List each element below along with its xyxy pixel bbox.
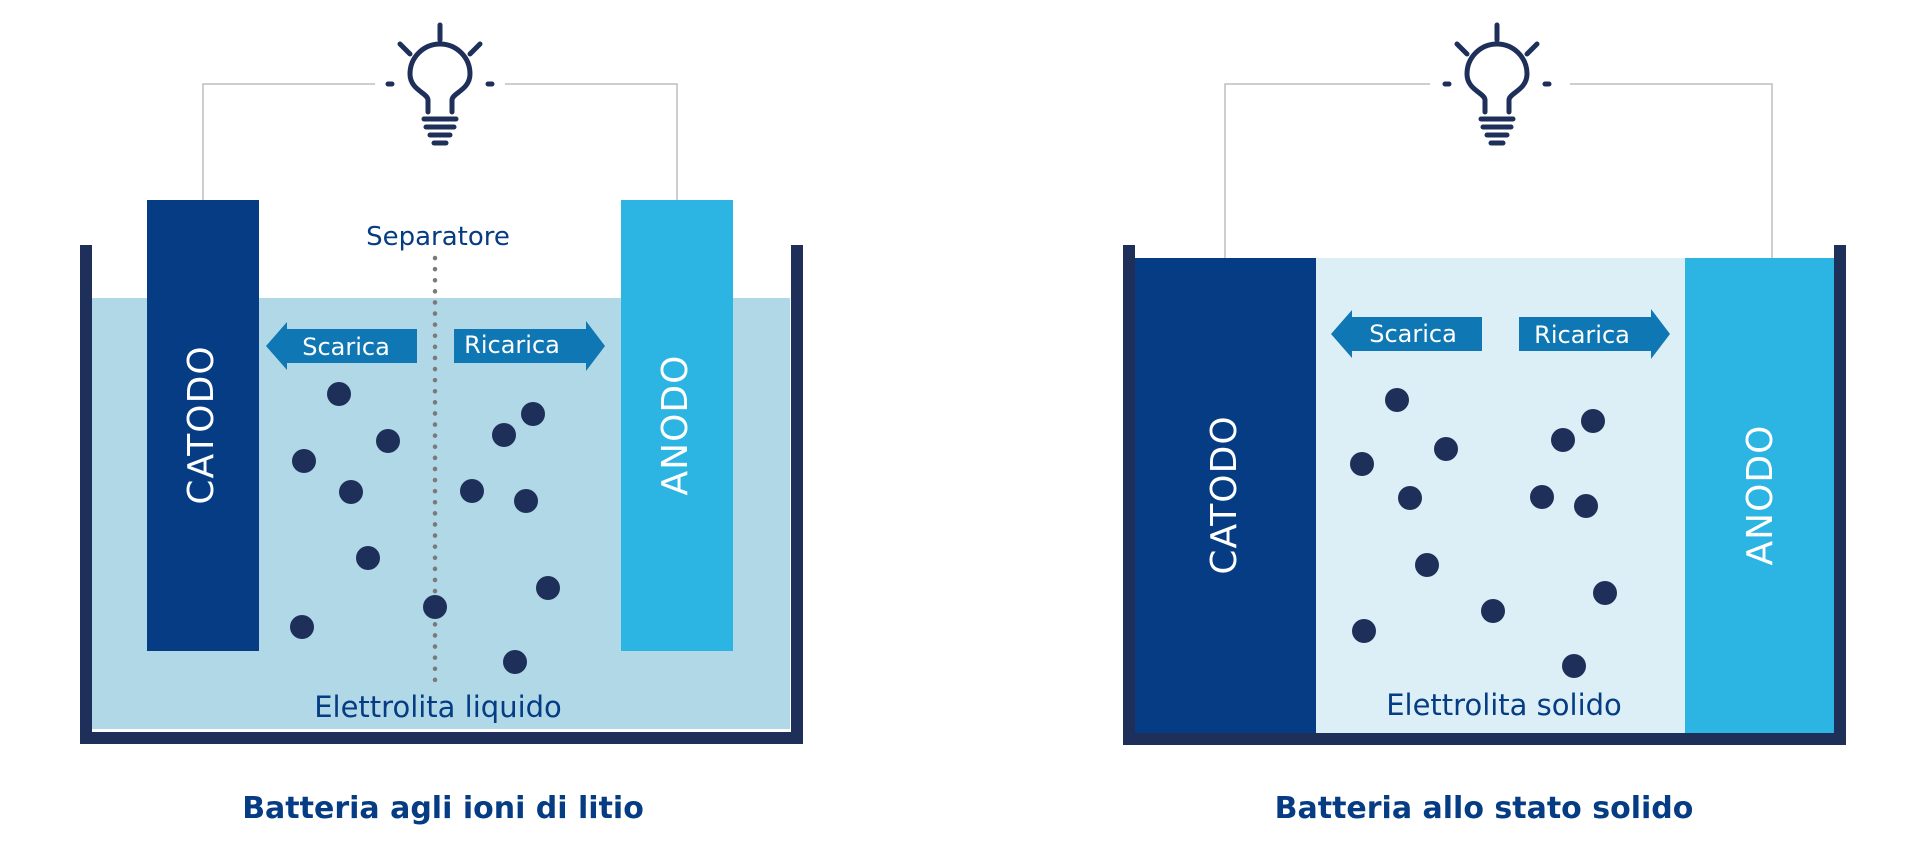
lithium-ion	[356, 546, 380, 570]
right-lithium-ions	[1350, 388, 1617, 678]
right-discharge-arrow	[1331, 310, 1482, 358]
lithium-ion	[1398, 486, 1422, 510]
lithium-ion	[1350, 452, 1374, 476]
right-discharge-label: Scarica	[1369, 320, 1457, 348]
lithium-ion	[460, 479, 484, 503]
left-charge-arrow	[454, 321, 605, 371]
right-anode-label: ANODO	[1740, 425, 1781, 566]
right-circuit-wire-right	[1570, 83, 1773, 258]
lithium-ion	[492, 423, 516, 447]
left-container	[80, 245, 803, 744]
left-charge-label: Ricarica	[464, 331, 560, 359]
lithium-ion	[521, 402, 545, 426]
left-cathode-label: CATODO	[181, 345, 222, 504]
right-cathode-label: CATODO	[1204, 415, 1245, 574]
left-cathode	[147, 200, 259, 651]
lithium-ion	[514, 489, 538, 513]
lithium-ion	[1551, 428, 1575, 452]
lithium-ion	[536, 576, 560, 600]
lithium-ion	[376, 429, 400, 453]
right-charge-label: Ricarica	[1534, 321, 1630, 349]
left-anode-label: ANODO	[655, 355, 696, 496]
lithium-ion	[1593, 581, 1617, 605]
right-circuit-wire	[1224, 83, 1430, 258]
lithium-ion	[503, 650, 527, 674]
lithium-ion	[423, 595, 447, 619]
right-cathode	[1129, 258, 1316, 733]
left-discharge-arrow	[266, 322, 417, 370]
lithium-ion	[1481, 599, 1505, 623]
lithium-ion	[327, 382, 351, 406]
lithium-ion	[1385, 388, 1409, 412]
right-anode	[1685, 258, 1840, 733]
lithium-ion	[1415, 553, 1439, 577]
separator-label: Separatore	[366, 222, 510, 252]
left-electrolyte-label: Elettrolita liquido	[314, 690, 562, 724]
right-charge-arrow	[1519, 309, 1670, 359]
right-battery-title: Batteria allo stato solido	[1275, 791, 1694, 826]
solid-state-battery: CATODO ANODO Scarica Ricarica	[1123, 22, 1846, 826]
left-anode	[621, 200, 733, 651]
lithium-ion	[1352, 619, 1376, 643]
lithium-ion	[1530, 485, 1554, 509]
left-battery-title: Batteria agli ioni di litio	[242, 791, 644, 826]
lightbulb-icon	[1442, 22, 1552, 146]
right-electrolyte-label: Elettrolita solido	[1386, 688, 1622, 722]
lithium-ion	[290, 615, 314, 639]
lightbulb-icon	[385, 22, 495, 146]
lithium-ion	[339, 480, 363, 504]
lithium-ion	[1434, 437, 1458, 461]
left-circuit-wire-right	[505, 83, 678, 200]
lithium-ion-battery: CATODO ANODO Separatore Scarica Ricarica	[80, 22, 803, 826]
lithium-ion	[1574, 494, 1598, 518]
lithium-ion	[292, 449, 316, 473]
lithium-ion	[1562, 654, 1586, 678]
left-discharge-label: Scarica	[302, 333, 390, 361]
left-circuit-wire	[202, 83, 375, 200]
left-lithium-ions	[290, 382, 560, 674]
lithium-ion	[1581, 409, 1605, 433]
right-container	[1123, 245, 1846, 745]
